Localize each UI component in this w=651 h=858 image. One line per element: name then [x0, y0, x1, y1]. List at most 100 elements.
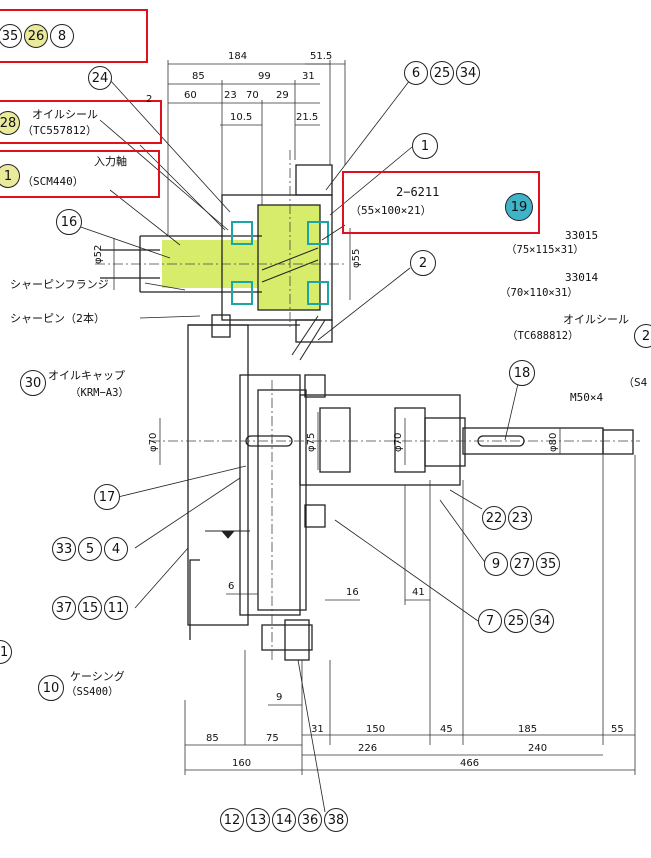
dim-75: 75 [266, 733, 279, 744]
balloon-19: 19 [505, 193, 533, 221]
dim-31-top: 31 [302, 71, 315, 82]
balloon-17: 17 [94, 484, 120, 510]
dim-226: 226 [358, 743, 378, 754]
dim-60: 60 [184, 90, 197, 101]
oil-seal-right-label: オイルシール [563, 313, 629, 326]
balloon-38: 38 [324, 808, 348, 832]
balloon-14: 14 [272, 808, 296, 832]
balloon-7: 7 [478, 609, 502, 633]
dim-240: 240 [528, 743, 548, 754]
callout-box-input-shaft [0, 150, 160, 198]
callout-box-oil-seal [0, 100, 162, 144]
oil-seal-label: オイルシール [32, 108, 98, 121]
dim-23: 23 [224, 90, 237, 101]
dim-99: 99 [258, 71, 271, 82]
oil-seal-right-code: （TC688812） [507, 330, 579, 342]
dim-9: 9 [276, 692, 283, 703]
dim-2-top: 2 [146, 94, 153, 105]
balloon-26: 26 [24, 24, 48, 48]
main-housing [187, 314, 634, 661]
casing-label: ケーシング [70, 670, 125, 683]
bearing-dims: （55×100×21） [350, 204, 432, 217]
balloon-10: 10 [38, 675, 64, 701]
balloon-16: 16 [56, 209, 82, 235]
dim-85-bottom: 85 [206, 733, 219, 744]
dim-45: 45 [440, 724, 453, 735]
balloon-1-right: 1 [412, 133, 438, 159]
balloon-5: 5 [78, 537, 102, 561]
oil-cap-code: （KRM−A3） [70, 387, 129, 399]
dim-16: 16 [346, 587, 359, 598]
balloon-4: 4 [104, 537, 128, 561]
dim-31-bottom: 31 [311, 724, 324, 735]
balloon-35: 35 [0, 24, 22, 48]
input-bearings [231, 221, 329, 305]
oil-level-symbol [205, 530, 250, 539]
dim-85-top: 85 [192, 71, 205, 82]
input-shaft-material: （SCM440） [22, 175, 84, 188]
balloon-8: 8 [50, 24, 74, 48]
bearing-33014-dims: （70×110×31） [500, 287, 578, 299]
callout-box-bearing [342, 171, 540, 234]
bearing-33014-code: 33014 [565, 271, 599, 284]
dim-phi70-left: φ70 [148, 432, 159, 452]
balloon-34-upper: 34 [456, 61, 480, 85]
bearing-qty: 2−6211 [396, 185, 440, 199]
balloon-12: 12 [220, 808, 244, 832]
dim-6: 6 [228, 581, 235, 592]
oil-cap-label: オイルキャップ [48, 369, 125, 382]
balloon-27: 27 [510, 552, 534, 576]
balloon-25-upper: 25 [430, 61, 454, 85]
dim-41: 41 [412, 587, 425, 598]
balloon-1-left: 1 [0, 164, 20, 188]
balloon-25-lower: 25 [504, 609, 528, 633]
shear-pin-label: シャーピン（2本） [10, 312, 105, 325]
input-shaft-highlight [162, 205, 320, 310]
bearing-33015-code: 33015 [565, 229, 599, 242]
casing-material: （SS400） [66, 686, 119, 698]
balloon-22: 22 [482, 506, 506, 530]
input-shaft-label: 入力軸 [94, 155, 127, 168]
dim-70-top: 70 [246, 90, 259, 101]
m50-label: M50×4 [570, 391, 604, 404]
dim-21-5: 21.5 [296, 112, 319, 123]
dim-185: 185 [518, 724, 538, 735]
balloon-9: 9 [484, 552, 508, 576]
dim-phi75: φ75 [306, 432, 317, 452]
balloon-35b: 35 [536, 552, 560, 576]
balloon-13: 13 [246, 808, 270, 832]
balloon-6: 6 [404, 61, 428, 85]
dimension-lines [113, 60, 636, 775]
dim-150: 150 [366, 724, 386, 735]
balloon-15: 15 [78, 596, 102, 620]
balloon-seal-right: 2 [634, 324, 651, 348]
balloon-2: 2 [410, 250, 436, 276]
dim-29: 29 [276, 90, 289, 101]
dim-phi55: φ55 [351, 248, 362, 268]
oil-seal-code: （TC557812） [22, 124, 97, 137]
balloon-28: 28 [0, 111, 20, 135]
dim-phi80: φ80 [548, 432, 559, 452]
balloon-36: 36 [298, 808, 322, 832]
dim-phi70-right: φ70 [393, 432, 404, 452]
balloon-11: 11 [104, 596, 128, 620]
balloon-18: 18 [509, 360, 535, 386]
balloon-23: 23 [508, 506, 532, 530]
bearing-33015-dims: （75×115×31） [506, 244, 584, 256]
s4-label: （S4 [623, 376, 648, 389]
balloon-33: 33 [52, 537, 76, 561]
center-lines [95, 150, 640, 660]
dim-466: 466 [460, 758, 480, 769]
dim-51-5: 51.5 [310, 51, 333, 62]
balloon-34-lower: 34 [530, 609, 554, 633]
callout-box-top-left [0, 9, 148, 63]
dim-160: 160 [232, 758, 252, 769]
balloon-24: 24 [88, 66, 112, 90]
balloon-30: 30 [20, 370, 46, 396]
dim-10-5: 10.5 [230, 112, 253, 123]
shear-pin-flange-label: シャーピンフランジ [10, 278, 109, 291]
dim-phi52: φ52 [93, 244, 104, 264]
balloon-37: 37 [52, 596, 76, 620]
dim-55: 55 [611, 724, 624, 735]
